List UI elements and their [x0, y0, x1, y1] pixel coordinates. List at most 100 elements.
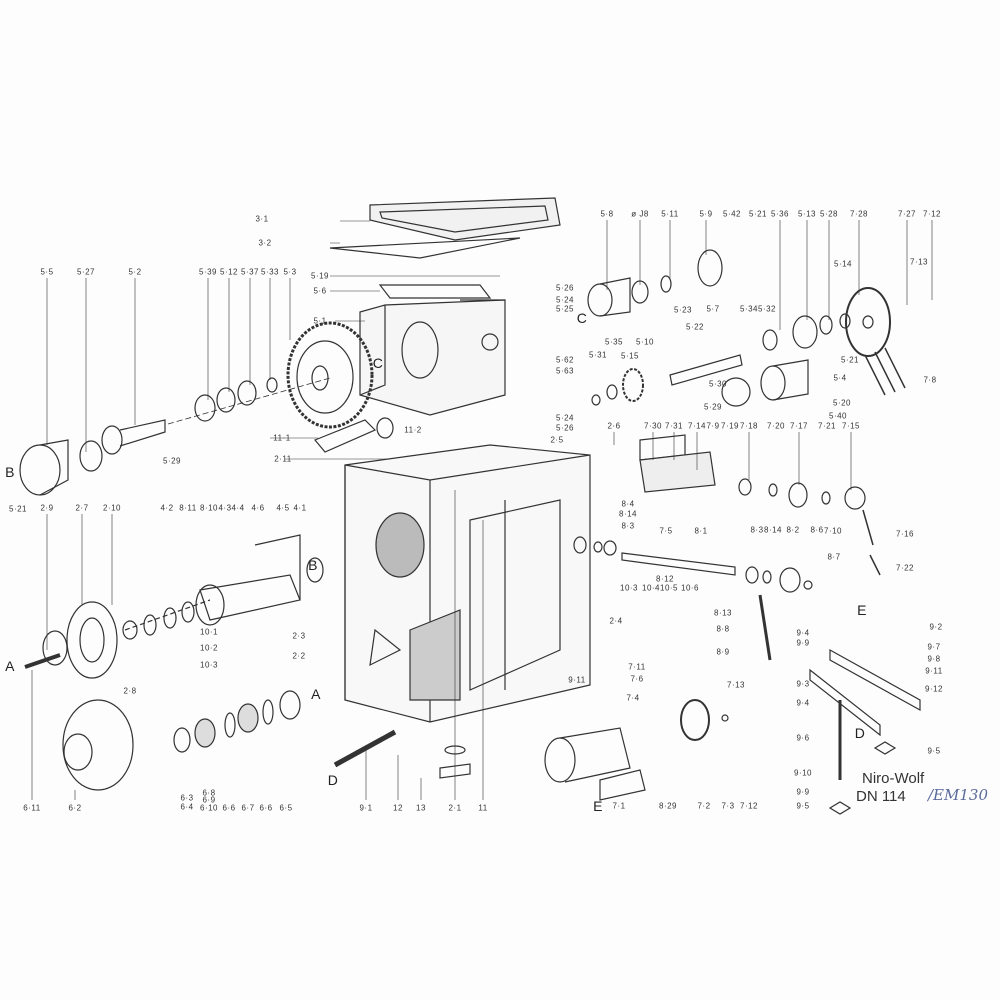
part-number-label: 5·5 [40, 267, 54, 277]
part-number-label: 7·19 [720, 421, 740, 431]
part-number-label: 4·3 [218, 503, 232, 513]
part-number-label: 9·8 [927, 654, 941, 664]
machine-frame [344, 444, 591, 723]
part-number-label: 2·8 [123, 686, 137, 696]
part-number-label: 8·13 [713, 608, 733, 618]
part-number-label: 8·11 [179, 503, 197, 513]
part-number-label: 8·12 [655, 574, 675, 584]
part-number-label: 5·32 [757, 304, 777, 314]
hopper-tray [329, 197, 561, 259]
part-number-label: 8·14 [763, 525, 783, 535]
part-number-label: 5·14 [833, 259, 853, 269]
part-number-label: 2·4 [609, 616, 623, 626]
part-number-label: 2·1 [448, 803, 462, 813]
connection-marker: E [593, 798, 603, 814]
part-number-label: 4·4 [231, 503, 245, 513]
part-number-label: 3·2 [258, 238, 272, 248]
handwritten-note: /EM130 [928, 786, 988, 804]
part-number-label: 9·3 [796, 679, 810, 689]
part-number-label: 7·3 [721, 801, 735, 811]
part-number-label: 5·1 [313, 316, 327, 326]
part-number-label: 7·6 [630, 674, 644, 684]
part-number-label: 5·33 [260, 267, 280, 277]
part-number-label: 5·30 [708, 379, 728, 389]
part-number-label: 5·12 [219, 267, 239, 277]
part-number-label: 5·4 [833, 373, 847, 383]
part-number-label: 5·22 [685, 322, 705, 332]
part-number-label: 5·21 [840, 355, 860, 365]
part-number-label: 11·1 [273, 433, 291, 443]
part-number-label: 10·2 [199, 643, 219, 653]
large-gear [286, 321, 374, 429]
part-number-label: 8·10 [199, 503, 219, 513]
connection-marker: A [5, 658, 15, 674]
part-number-label: 5·28 [819, 209, 839, 219]
connection-marker: D [327, 772, 339, 788]
part-number-label: 5·3 [283, 267, 297, 277]
gearbox-housing [359, 284, 506, 416]
part-number-label: 5·15 [620, 351, 640, 361]
part-number-label: 9·6 [796, 733, 810, 743]
part-number-label: 5·24 [555, 413, 575, 423]
part-number-label: 6·2 [68, 803, 82, 813]
part-number-label: 10·1 [199, 627, 219, 637]
part-number-label: 2·9 [40, 503, 54, 513]
part-number-label: 2·11 [274, 454, 292, 464]
part-number-label: 5·25 [555, 304, 575, 314]
part-number-label: 5·34 [739, 304, 759, 314]
part-number-label: 9·1 [359, 803, 373, 813]
part-number-label: 8·29 [658, 801, 678, 811]
part-number-label: 7·13 [726, 680, 746, 690]
part-number-label: 5·29 [703, 402, 723, 412]
part-number-label: 10·6 [680, 583, 700, 593]
part-number-label: 9·9 [796, 638, 810, 648]
connection-marker: D [854, 725, 866, 741]
part-number-label: 8·3 [750, 525, 764, 535]
part-number-label: 8·1 [694, 526, 708, 536]
part-number-label: 8·8 [716, 624, 730, 634]
part-number-label: 5·13 [797, 209, 817, 219]
part-number-label: 2·2 [292, 651, 306, 661]
part-number-label: 6·6 [222, 803, 236, 813]
part-number-label: 7·20 [766, 421, 786, 431]
part-number-label: 5·39 [198, 267, 218, 277]
part-number-label: 7·12 [922, 209, 942, 219]
model-name: Niro-Wolf [862, 770, 925, 787]
part-number-label: 7·31 [664, 421, 684, 431]
part-number-label: 5·6 [313, 286, 327, 296]
part-number-label: 6·7 [241, 803, 255, 813]
part-number-label: 6·5 [279, 803, 293, 813]
part-number-label: 7·28 [849, 209, 869, 219]
leader-lines [31, 220, 933, 800]
part-number-label: 6·6 [259, 803, 273, 813]
part-number-label: 7·21 [817, 421, 837, 431]
part-number-label: 4·6 [251, 503, 265, 513]
part-number-label: 4·1 [293, 503, 307, 513]
part-number-label: 7·4 [626, 693, 640, 703]
part-number-label: 7·8 [923, 375, 937, 385]
part-number-label: 7·9 [706, 421, 720, 431]
switch-assembly [639, 434, 881, 576]
connection-marker: E [857, 602, 867, 618]
part-number-label: 4·5 [276, 503, 290, 513]
connection-marker: A [311, 686, 321, 702]
part-number-label: 5·23 [673, 305, 693, 315]
part-number-label: 7·17 [789, 421, 809, 431]
part-number-label: 9·10 [793, 768, 813, 778]
part-number-label: 9·12 [924, 684, 944, 694]
electric-motor [544, 699, 729, 801]
part-number-label: 4·2 [160, 503, 174, 513]
funnel [314, 419, 377, 453]
part-number-label: 7·12 [739, 801, 759, 811]
part-number-label: 9·5 [796, 801, 810, 811]
part-number-label: 11·2 [404, 425, 422, 435]
part-number-label: 5·27 [76, 267, 96, 277]
part-number-label: 7·18 [739, 421, 759, 431]
part-number-label: 6·8 [202, 788, 216, 798]
part-number-label: 5·21 [748, 209, 768, 219]
part-number-label: 8·2 [786, 525, 800, 535]
part-number-label: 5·20 [832, 398, 852, 408]
part-number-label: 5·31 [588, 350, 608, 360]
part-number-label: 5·8 [600, 209, 614, 219]
part-number-label: 2·7 [75, 503, 89, 513]
